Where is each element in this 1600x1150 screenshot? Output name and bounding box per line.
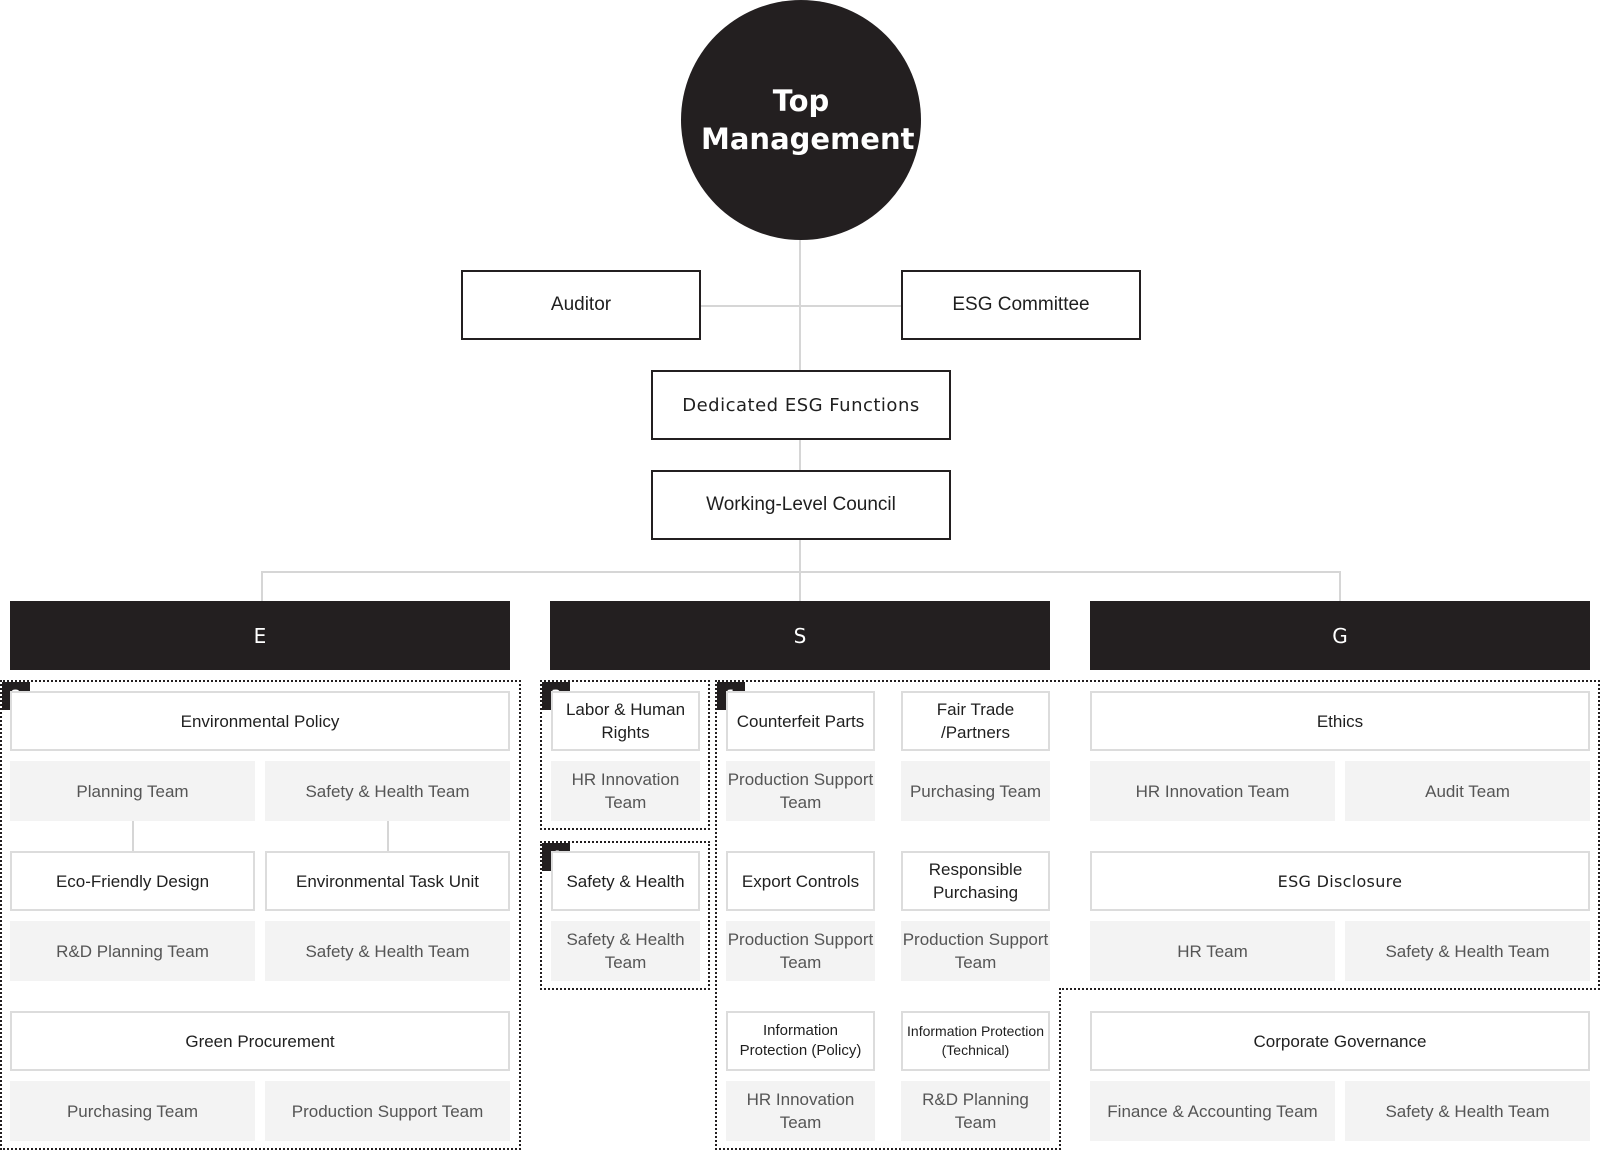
category-e: E: [10, 601, 510, 670]
group-1-outline-inner: [1059, 988, 1061, 1150]
connector-g: [1339, 571, 1341, 601]
connector-auditor-committee: [700, 305, 902, 307]
connector-e: [261, 571, 263, 601]
responsible-purchasing-box: Responsible Purchasing: [901, 851, 1050, 911]
ethics-team-2: Audit Team: [1345, 761, 1590, 821]
env-policy-box: Environmental Policy: [10, 691, 510, 751]
env-policy-team-1: Planning Team: [10, 761, 255, 821]
corporate-governance-team-2: Safety & Health Team: [1345, 1081, 1590, 1141]
info-protection-policy-team: HR Innovation Team: [726, 1081, 875, 1141]
working-level-council-node: Working-Level Council: [651, 470, 951, 540]
safety-health-box: Safety & Health: [551, 851, 700, 911]
labor-rights-team: HR Innovation Team: [551, 761, 700, 821]
env-policy-team-2: Safety & Health Team: [265, 761, 510, 821]
group-2-outline: [0, 680, 521, 1150]
fair-trade-team: Purchasing Team: [901, 761, 1050, 821]
esg-disclosure-team-2: Safety & Health Team: [1345, 921, 1590, 981]
green-proc-team-1: Purchasing Team: [10, 1081, 255, 1141]
connector-s: [799, 571, 801, 601]
export-controls-box: Export Controls: [726, 851, 875, 911]
info-protection-technical-team: R&D Planning Team: [901, 1081, 1050, 1141]
counterfeit-parts-team: Production Support Team: [726, 761, 875, 821]
connector-env-task: [387, 820, 389, 852]
fair-trade-box: Fair Trade /Partners: [901, 691, 1050, 751]
env-task-team: Safety & Health Team: [265, 921, 510, 981]
dedicated-esg-functions-node: Dedicated ESG Functions: [651, 370, 951, 440]
labor-rights-box: Labor & Human Rights: [551, 691, 700, 751]
ethics-team-1: HR Innovation Team: [1090, 761, 1335, 821]
group-3-outline: [540, 680, 710, 830]
info-protection-technical-box: Information Protection (Technical): [901, 1011, 1050, 1071]
connector-categories: [261, 571, 1341, 573]
group-1-outline-step: [1059, 988, 1600, 990]
connector-eco-design: [132, 820, 134, 852]
group-4-outline: [540, 841, 710, 990]
eco-design-box: Eco-Friendly Design: [10, 851, 255, 911]
group-1-outline-right: [1598, 680, 1600, 990]
export-controls-team: Production Support Team: [726, 921, 875, 981]
esg-committee-node: ESG Committee: [901, 270, 1141, 340]
category-g: G: [1090, 601, 1590, 670]
group-1-outline-top: [715, 680, 1600, 682]
group-1-outline-left: [715, 680, 717, 1150]
counterfeit-parts-box: Counterfeit Parts: [726, 691, 875, 751]
env-task-box: Environmental Task Unit: [265, 851, 510, 911]
ethics-box: Ethics: [1090, 691, 1590, 751]
category-s: S: [550, 601, 1050, 670]
top-management-node: Top Management: [681, 0, 921, 240]
green-proc-team-2: Production Support Team: [265, 1081, 510, 1141]
green-proc-box: Green Procurement: [10, 1011, 510, 1071]
group-1-outline-bottom: [715, 1148, 1061, 1150]
info-protection-policy-box: Information Protection (Policy): [726, 1011, 875, 1071]
eco-design-team: R&D Planning Team: [10, 921, 255, 981]
esg-disclosure-box: ESG Disclosure: [1090, 851, 1590, 911]
auditor-node: Auditor: [461, 270, 701, 340]
esg-disclosure-team-1: HR Team: [1090, 921, 1335, 981]
responsible-purchasing-team: Production Support Team: [901, 921, 1050, 981]
safety-health-team: Safety & Health Team: [551, 921, 700, 981]
corporate-governance-team-1: Finance & Accounting Team: [1090, 1081, 1335, 1141]
corporate-governance-box: Corporate Governance: [1090, 1011, 1590, 1071]
top-management-label: Top Management: [701, 84, 915, 156]
